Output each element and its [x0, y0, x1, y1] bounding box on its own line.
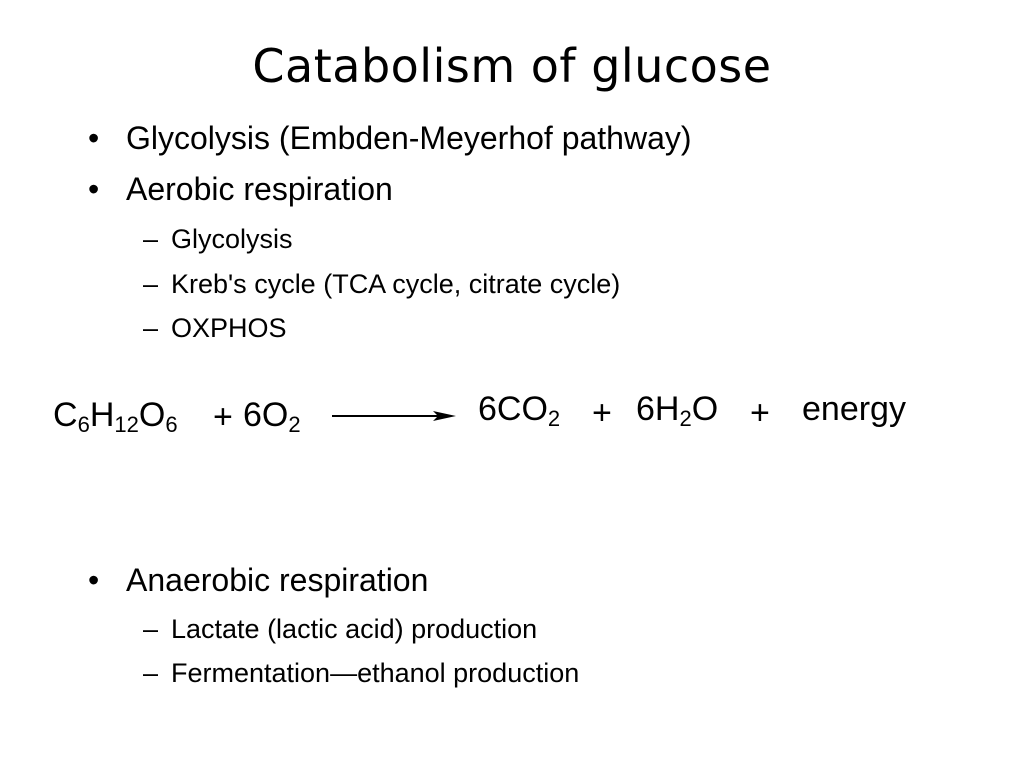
equation-energy: energy: [802, 390, 906, 428]
dash-marker: –: [143, 658, 159, 688]
subitem-text: Fermentation—ethanol production: [171, 658, 580, 688]
dash-marker: –: [143, 224, 159, 254]
subitem-text: Lactate (lactic acid) production: [171, 614, 538, 644]
equation-plus-3: +: [750, 394, 770, 432]
bullet-anaerobic-respiration: • Anaerobic respiration: [88, 560, 428, 600]
subitem-text: OXPHOS: [171, 313, 287, 343]
oxygen-count: 2: [288, 412, 301, 437]
slide-title: Catabolism of glucose: [252, 39, 772, 93]
glucose-carbon-count: 6: [77, 412, 90, 437]
subitem-fermentation: –Fermentation—ethanol production: [143, 656, 579, 690]
water-hydrogen: 6H: [636, 390, 680, 428]
subitem-glycolysis: –Glycolysis: [143, 222, 293, 256]
bullet-marker: •: [88, 562, 100, 598]
subitem-text: Glycolysis: [171, 224, 293, 254]
bullet-marker: •: [88, 171, 100, 207]
equation-co2: 6CO2: [478, 389, 561, 431]
equation-plus-2: +: [592, 394, 612, 432]
co2-count: 2: [547, 406, 561, 431]
bullet-marker: •: [88, 120, 100, 156]
water-oxygen: O: [691, 390, 719, 428]
bullet-text: Glycolysis (Embden-Meyerhof pathway): [126, 120, 692, 156]
glucose-carbon: C: [53, 396, 78, 434]
bullet-text: Anaerobic respiration: [126, 562, 429, 598]
water-hydrogen-count: 2: [679, 406, 692, 431]
equation-oxygen: 6O2: [243, 395, 301, 437]
glucose-oxygen-count: 6: [165, 412, 178, 437]
dash-marker: –: [143, 313, 159, 343]
subitem-krebs-cycle: –Kreb's cycle (TCA cycle, citrate cycle): [143, 267, 620, 301]
bullet-glycolysis: • Glycolysis (Embden-Meyerhof pathway): [88, 118, 692, 158]
subitem-oxphos: –OXPHOS: [143, 311, 287, 345]
equation-water: 6H2O: [636, 389, 719, 431]
dash-marker: –: [143, 269, 159, 299]
oxygen-text: 6O: [243, 396, 289, 434]
co2-text: 6CO: [478, 390, 548, 428]
reaction-arrow-icon: [332, 411, 456, 421]
bullet-text: Aerobic respiration: [126, 171, 393, 207]
subitem-text: Kreb's cycle (TCA cycle, citrate cycle): [171, 269, 621, 299]
dash-marker: –: [143, 614, 159, 644]
equation-glucose: C6H12O6: [53, 395, 178, 437]
equation-plus-1: +: [213, 398, 233, 436]
glucose-hydrogen-count: 12: [114, 412, 139, 437]
subitem-lactate-production: –Lactate (lactic acid) production: [143, 612, 537, 646]
glucose-oxygen: O: [138, 396, 166, 434]
bullet-aerobic-respiration: • Aerobic respiration: [88, 169, 393, 209]
glucose-hydrogen: H: [89, 396, 115, 434]
